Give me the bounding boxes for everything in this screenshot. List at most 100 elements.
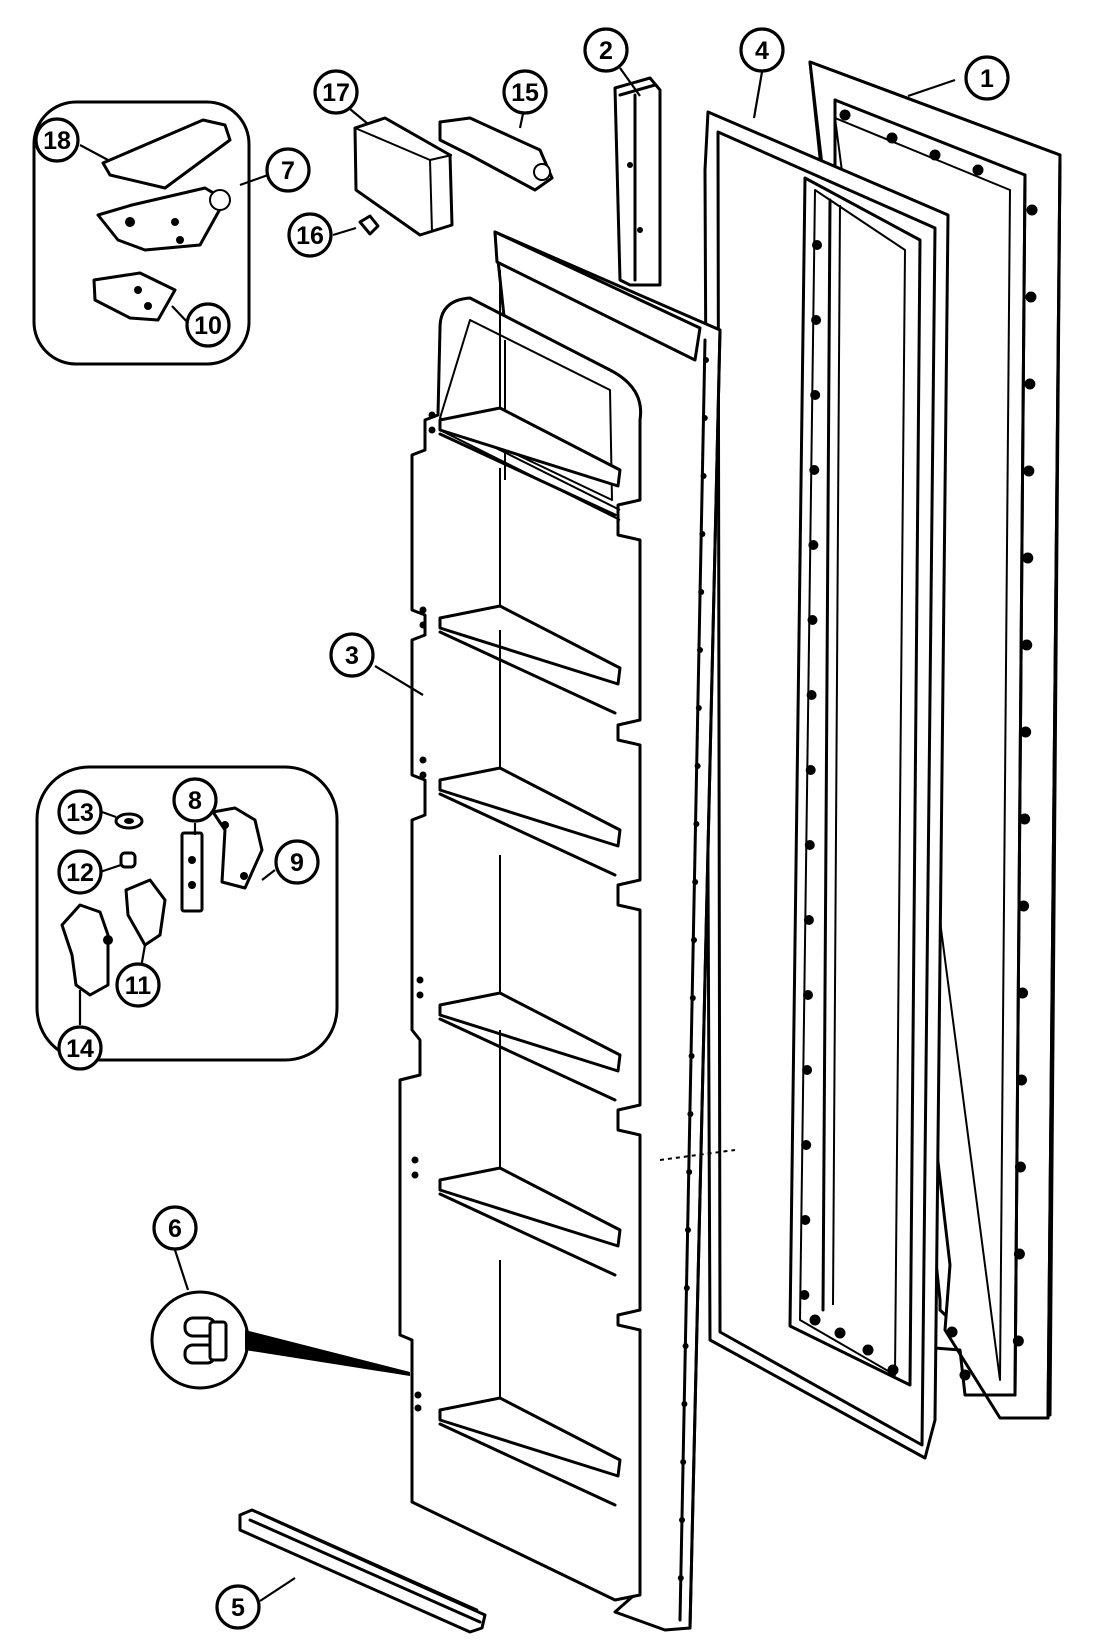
callout-number: 4 bbox=[755, 37, 769, 65]
hinge-parts-inset-middle bbox=[35, 765, 339, 1062]
liner-edge-hole bbox=[677, 1575, 684, 1581]
shelf bbox=[438, 604, 622, 686]
gasket-hole bbox=[862, 1344, 874, 1356]
shelf-edge bbox=[438, 1192, 617, 1277]
liner-edge-hole bbox=[688, 1053, 695, 1059]
callout-number: 2 bbox=[599, 37, 613, 65]
shelf bbox=[438, 991, 622, 1073]
liner-edge-hole bbox=[698, 589, 705, 595]
callout-16: 16 bbox=[287, 212, 333, 258]
panel-hole bbox=[946, 1326, 958, 1338]
shelf bbox=[438, 1166, 622, 1248]
gasket-hole bbox=[799, 1290, 810, 1300]
liner-hole bbox=[416, 976, 424, 984]
callout-circle bbox=[329, 632, 375, 678]
gasket-hole bbox=[812, 240, 822, 250]
callout-circle bbox=[215, 1584, 261, 1630]
gasket-hole bbox=[834, 1327, 846, 1339]
liner-edge-hole bbox=[679, 1517, 685, 1523]
shelf bbox=[438, 406, 622, 488]
liner-hole bbox=[419, 606, 427, 614]
hinge-strip bbox=[613, 76, 662, 287]
panel-hole bbox=[1023, 465, 1035, 477]
gasket-hole bbox=[804, 840, 815, 850]
callout-number: 3 bbox=[345, 642, 359, 670]
gasket-hole bbox=[809, 465, 820, 475]
panel-hole bbox=[1019, 813, 1031, 825]
gasket-hole bbox=[808, 540, 819, 550]
gasket-hole bbox=[803, 990, 813, 1000]
callout-4: 4 bbox=[739, 27, 785, 73]
shelf-edge bbox=[438, 630, 617, 715]
callout-circle bbox=[152, 1205, 198, 1251]
liner-edge-hole bbox=[692, 879, 699, 885]
liner-hole bbox=[414, 1404, 422, 1412]
gasket-hole bbox=[807, 615, 818, 625]
callout-11: 11 bbox=[115, 962, 161, 1008]
liner-edge-hole bbox=[681, 1401, 688, 1407]
callout-number: 12 bbox=[66, 859, 94, 887]
callout-circle bbox=[57, 1025, 103, 1071]
callout-circle bbox=[57, 849, 103, 895]
callout-circle bbox=[287, 212, 333, 258]
liner-edge-hole bbox=[682, 1343, 689, 1349]
callout-circle bbox=[57, 789, 103, 835]
panel-hole bbox=[1022, 552, 1034, 564]
gasket-hole bbox=[809, 1314, 821, 1326]
gasket-hole bbox=[887, 1364, 899, 1376]
callout-circle bbox=[502, 69, 548, 115]
callout-circle bbox=[172, 777, 218, 823]
panel-hole bbox=[1016, 1074, 1027, 1086]
liner-edge-hole bbox=[680, 1459, 687, 1465]
callout-number: 11 bbox=[125, 972, 152, 1000]
callout-number: 14 bbox=[66, 1035, 94, 1063]
callout-17: 17 bbox=[313, 69, 359, 115]
liner-edge-hole bbox=[693, 821, 700, 827]
callout-5: 5 bbox=[215, 1584, 261, 1630]
panel-hole bbox=[1013, 1248, 1025, 1260]
shelf bbox=[438, 766, 622, 848]
liner-holes bbox=[411, 357, 709, 1581]
liner-hole bbox=[419, 756, 427, 764]
panel-hole bbox=[886, 132, 898, 144]
panel-hole bbox=[1021, 639, 1033, 651]
liner-edge-hole bbox=[691, 937, 697, 943]
panel-hole bbox=[929, 149, 941, 161]
gasket-hole bbox=[810, 390, 821, 400]
shelf-edge bbox=[438, 432, 617, 517]
liner-edge-hole bbox=[694, 763, 701, 769]
shelf-edge bbox=[438, 792, 617, 877]
liner-hole bbox=[411, 1171, 419, 1179]
liner-hole bbox=[428, 426, 436, 434]
liner-hole bbox=[428, 411, 436, 419]
liner-edge-hole bbox=[699, 531, 706, 537]
callout-number: 1 bbox=[980, 65, 994, 93]
liner-edge-hole bbox=[703, 357, 709, 363]
callout-circle bbox=[313, 69, 359, 115]
panel-hole bbox=[1017, 987, 1029, 999]
callout-number: 10 bbox=[194, 312, 222, 340]
panel-screw-holes bbox=[839, 109, 1038, 1381]
panel-hole bbox=[1025, 291, 1037, 303]
liner-hole bbox=[414, 1391, 422, 1399]
callout-number: 5 bbox=[231, 1594, 245, 1622]
callout-number: 9 bbox=[290, 849, 304, 877]
panel-hole bbox=[959, 1369, 971, 1381]
gasket-hole bbox=[803, 915, 814, 925]
callout-2: 2 bbox=[583, 27, 629, 73]
callout-7: 7 bbox=[265, 147, 311, 193]
gasket-hole bbox=[805, 765, 816, 775]
clip-detail-inset bbox=[150, 1290, 410, 1390]
callout-circle bbox=[274, 839, 320, 885]
callout-1: 1 bbox=[964, 55, 1010, 101]
liner-edge-hole bbox=[685, 1227, 691, 1233]
shelf-edge bbox=[438, 1017, 617, 1102]
panel-hole bbox=[1024, 378, 1036, 390]
gasket-hole bbox=[811, 315, 822, 325]
shelf-edge bbox=[438, 1422, 617, 1507]
gasket-hole bbox=[802, 1065, 813, 1075]
callout-18: 18 bbox=[34, 117, 80, 163]
gasket-holes bbox=[799, 240, 899, 1376]
callout-circle bbox=[964, 55, 1010, 101]
